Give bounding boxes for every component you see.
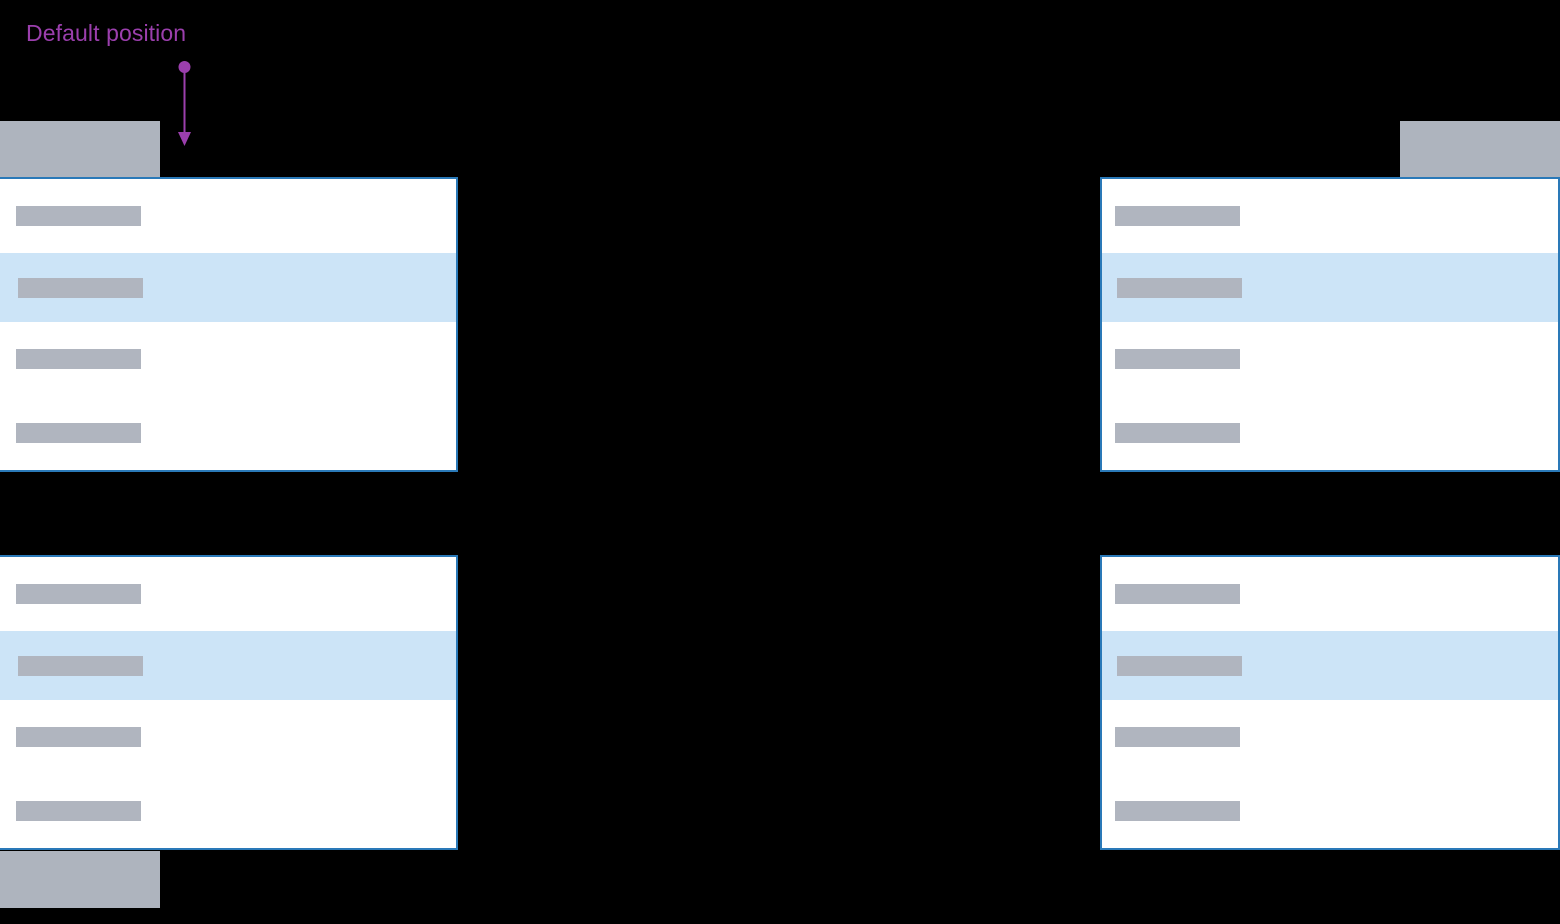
menu-item-label-placeholder [16,348,141,369]
menu-item[interactable] [1102,557,1558,631]
flyout-panel-bottom-right[interactable] [1100,555,1560,850]
menu-item[interactable] [1102,179,1558,253]
menu-item-label-placeholder [16,206,141,226]
menu-item[interactable] [1102,773,1558,848]
menu-item-label-placeholder [1115,422,1240,443]
anchor-block-top-left[interactable] [0,121,160,178]
menu-list [1102,179,1558,470]
menu-item-label-placeholder [1115,726,1240,747]
menu-item-label-placeholder [18,655,143,676]
menu-item-label-placeholder [16,584,141,604]
menu-item[interactable] [0,700,456,773]
menu-item[interactable] [1102,395,1558,470]
menu-item[interactable] [0,322,456,395]
flyout-panel-top-right[interactable] [1100,177,1560,472]
menu-list [1102,557,1558,848]
menu-item-label-placeholder [16,422,141,443]
menu-item[interactable] [0,773,456,848]
menu-item[interactable] [0,179,456,253]
menu-item-label-placeholder [1117,277,1242,298]
menu-item-selected[interactable] [1102,631,1558,700]
menu-item-label-placeholder [1115,206,1240,226]
menu-item[interactable] [0,557,456,631]
anchor-block-bottom-left[interactable] [0,851,160,908]
menu-item-selected[interactable] [0,253,456,322]
down-arrow-with-dot-icon [178,61,191,146]
anchor-block-top-right[interactable] [1400,121,1560,178]
menu-item-label-placeholder [1115,800,1240,821]
menu-item-label-placeholder [1117,655,1242,676]
menu-item[interactable] [0,395,456,470]
menu-item[interactable] [1102,700,1558,773]
flyout-panel-bottom-left[interactable] [0,555,458,850]
menu-item-label-placeholder [1115,584,1240,604]
menu-item-label-placeholder [16,726,141,747]
flyout-panel-top-left[interactable] [0,177,458,472]
menu-item-selected[interactable] [0,631,456,700]
menu-item-label-placeholder [1115,348,1240,369]
menu-list [0,179,456,470]
menu-item-label-placeholder [16,800,141,821]
default-position-label: Default position [26,20,187,46]
menu-item-selected[interactable] [1102,253,1558,322]
menu-item[interactable] [1102,322,1558,395]
menu-item-label-placeholder [18,277,143,298]
menu-list [0,557,456,848]
